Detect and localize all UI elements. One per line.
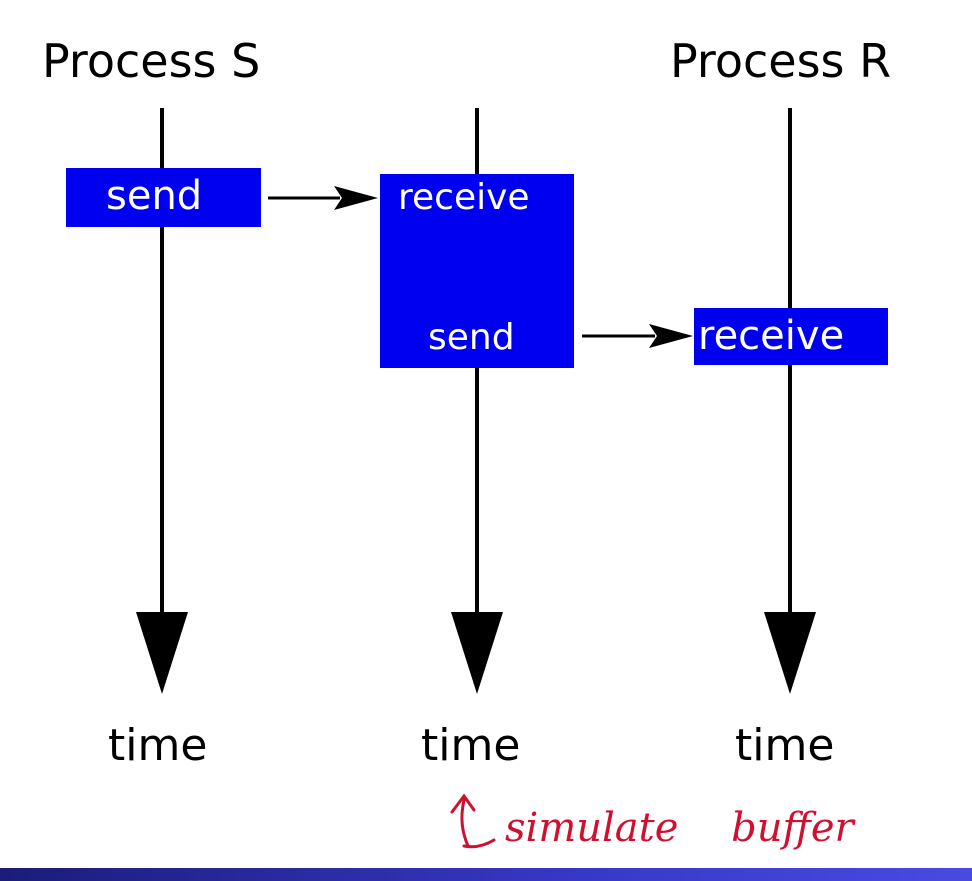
- timeline-left-arrowhead: [136, 612, 188, 694]
- timeline-middle-arrowhead: [451, 612, 503, 694]
- receive-box-process-r: receive: [694, 308, 888, 365]
- message-arrow-1-head: [334, 186, 378, 210]
- annotation-arrow-icon: [450, 793, 496, 849]
- slide-footer-bar: [0, 868, 972, 881]
- process-s-title: Process S: [42, 34, 261, 88]
- relay-receive-label: receive: [398, 177, 530, 218]
- message-arrow-2-head: [649, 324, 693, 348]
- timeline-right-arrowhead: [764, 612, 816, 694]
- receive-label-process-r: receive: [698, 313, 845, 359]
- process-r-title: Process R: [670, 34, 892, 88]
- simulate-buffer-annotation: simulate buffer: [505, 805, 854, 851]
- relay-send-label: send: [428, 317, 515, 358]
- send-label-process-s: send: [106, 173, 203, 219]
- time-label-left: time: [108, 720, 208, 771]
- time-label-right: time: [735, 720, 835, 771]
- relay-box: receive send: [380, 174, 574, 368]
- time-label-middle: time: [421, 720, 521, 771]
- send-box-process-s: send: [66, 168, 261, 227]
